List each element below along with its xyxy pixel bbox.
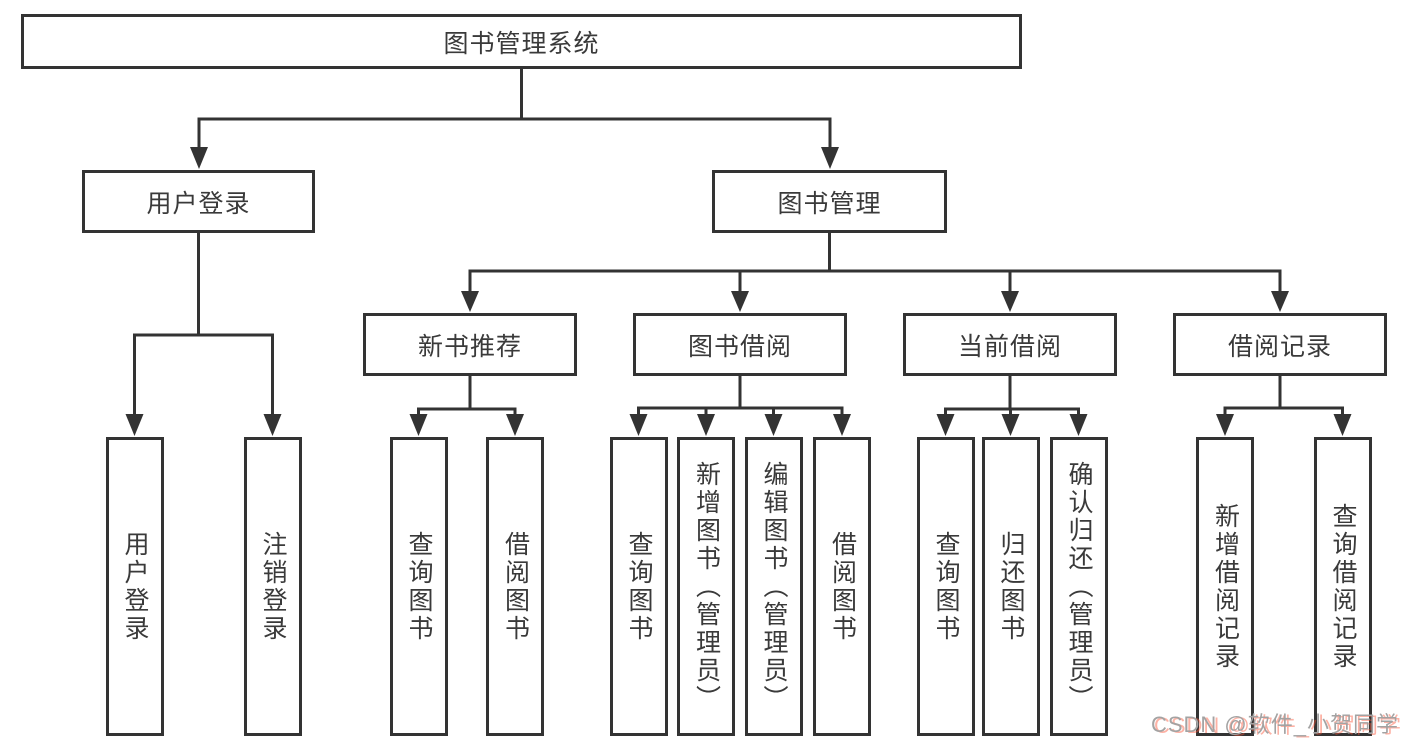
leaf-label: 确认归还（管理员） [1065, 460, 1093, 713]
leaf-label: 查询图书 [932, 530, 960, 643]
node-root-system: 图书管理系统 [21, 14, 1022, 69]
leaf-user-login: 用户登录 [105, 437, 164, 736]
node-book-borrow: 图书借阅 [633, 313, 847, 376]
leaf-confirm-return-admin: 确认归还（管理员） [1049, 437, 1108, 736]
leaf-add-book-admin: 新增图书（管理员） [677, 437, 735, 736]
leaf-edit-book-admin: 编辑图书（管理员） [744, 437, 803, 736]
leaf-query-book-borrow: 查询图书 [609, 437, 668, 736]
leaf-add-borrow-record: 新增借阅记录 [1196, 437, 1254, 736]
node-book-management: 图书管理 [712, 170, 947, 233]
leaf-query-book-recommend: 查询图书 [389, 437, 448, 736]
leaf-label: 借阅图书 [828, 530, 857, 643]
leaf-label: 归还图书 [997, 530, 1025, 643]
node-new-book-recommend: 新书推荐 [363, 313, 577, 376]
leaf-label: 新增借阅记录 [1211, 502, 1240, 671]
leaf-query-borrow-record: 查询借阅记录 [1313, 437, 1372, 736]
leaf-label: 新增图书（管理员） [692, 460, 721, 713]
watermark: CSDN @软件_小贺同学 [1150, 712, 1399, 737]
leaf-label: 编辑图书（管理员） [760, 460, 788, 713]
leaf-label: 借阅图书 [501, 530, 530, 643]
leaf-query-book-current: 查询图书 [916, 437, 975, 736]
node-current-borrow: 当前借阅 [903, 313, 1117, 376]
leaf-borrow-book-recommend: 借阅图书 [486, 437, 544, 736]
node-borrow-records: 借阅记录 [1173, 313, 1387, 376]
leaf-borrow-book: 借阅图书 [813, 437, 871, 736]
leaf-label: 查询借阅记录 [1329, 502, 1357, 671]
leaf-return-book: 归还图书 [981, 437, 1040, 736]
leaf-label: 查询图书 [405, 530, 433, 643]
leaf-label: 注销登录 [259, 530, 287, 643]
leaf-logout: 注销登录 [243, 437, 302, 736]
leaf-label: 查询图书 [625, 530, 653, 643]
leaf-label: 用户登录 [121, 530, 149, 643]
node-user-login: 用户登录 [82, 170, 315, 233]
